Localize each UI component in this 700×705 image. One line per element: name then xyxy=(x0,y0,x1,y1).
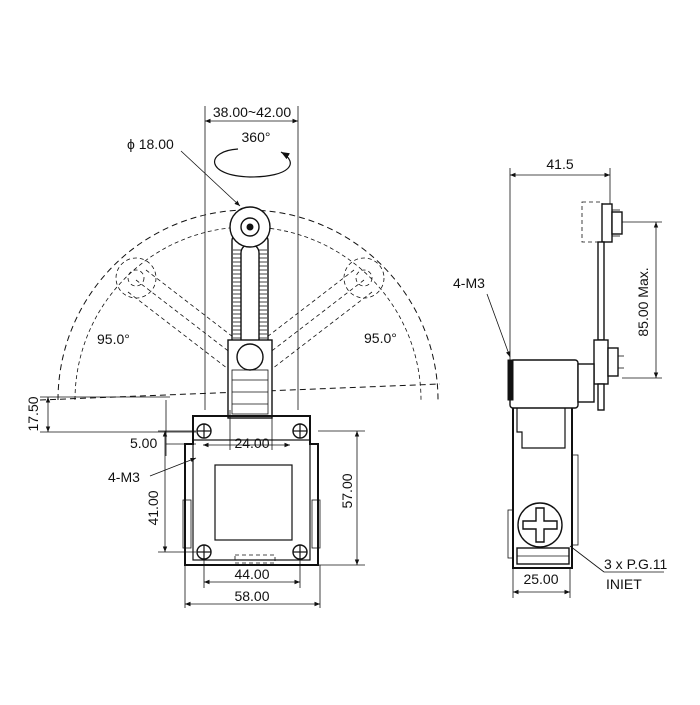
dim-57-00: 57.00 xyxy=(339,473,355,508)
side-view: 41.5 85.00 Max. 4-M3 25.00 3 x P.G.11 IN… xyxy=(453,156,668,598)
mount-hole xyxy=(292,544,308,560)
roller xyxy=(229,206,271,248)
dim-25-00: 25.00 xyxy=(523,571,558,587)
dim-width-range: 38.00~42.00 xyxy=(213,104,291,120)
roller-diameter-label: ϕ 18.00 xyxy=(127,136,174,152)
mount-hole xyxy=(292,423,308,439)
inlet-label: INIET xyxy=(606,576,642,592)
side-roller xyxy=(593,339,624,411)
front-view: 38.00~42.00 360° ϕ 18.00 95.0° 95.0° 17.… xyxy=(25,104,441,608)
rotation-label: 360° xyxy=(242,129,271,145)
side-body xyxy=(507,408,579,569)
dim-58-00: 58.00 xyxy=(234,588,269,604)
conduit-label: 3 x P.G.11 xyxy=(604,556,668,572)
dim-41-5: 41.5 xyxy=(546,156,573,172)
lever-left-position xyxy=(115,257,251,373)
lever-top-position xyxy=(581,201,623,243)
conduit-screw-icon xyxy=(517,502,563,548)
dim-5-00: 5.00 xyxy=(130,435,157,451)
mount-hole xyxy=(196,544,212,560)
lever-right-position xyxy=(249,257,385,373)
rotation-arrow-icon xyxy=(213,148,291,178)
dim-lever-max: 85.00 Max. xyxy=(635,267,651,336)
mount-holes-label-side: 4-M3 xyxy=(453,275,485,291)
dim-24-00: 24.00 xyxy=(234,435,269,451)
mount-hole xyxy=(196,423,212,439)
dim-41-00: 41.00 xyxy=(145,490,161,525)
sweep-arc-outer xyxy=(57,209,439,401)
mount-holes-label-front: 4-M3 xyxy=(108,469,140,485)
dim-17-50: 17.50 xyxy=(25,396,41,431)
side-head xyxy=(507,359,595,409)
lever-shaft xyxy=(597,241,605,341)
head-hub xyxy=(227,339,273,419)
dim-44-00: 44.00 xyxy=(234,566,269,582)
angle-left-label: 95.0° xyxy=(97,331,130,347)
mount-holes-front xyxy=(196,423,308,560)
angle-right-label: 95.0° xyxy=(364,330,397,346)
